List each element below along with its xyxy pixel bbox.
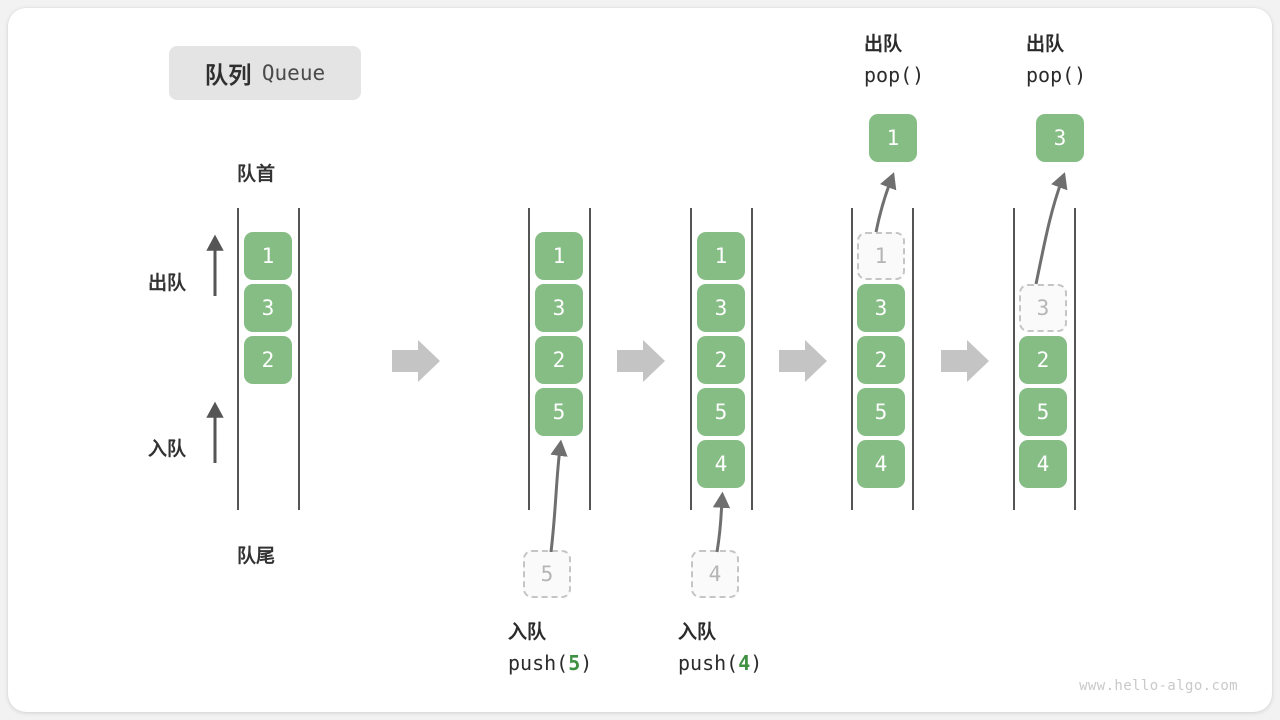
- caption-code: pop(): [864, 60, 924, 90]
- queue-rail-left-1: [237, 208, 239, 510]
- queue-rail-left-4: [851, 208, 853, 510]
- stage-caption-push-4: 入队 push(4): [678, 618, 762, 678]
- stage-caption-push-5: 入队 push(5): [508, 618, 592, 678]
- stage-caption-pop-3: 出队 pop(): [1026, 30, 1086, 90]
- caption-code: push(5): [508, 648, 592, 678]
- caption-chinese: 出队: [1026, 34, 1065, 55]
- queue-cell: 5: [697, 388, 745, 436]
- caption-code: push(4): [678, 648, 762, 678]
- outgoing-ghost-cell: 1: [857, 232, 905, 280]
- title-badge: 队列 Queue: [169, 46, 361, 100]
- caption-code-prefix: push(: [508, 651, 569, 675]
- queue-cell: 2: [244, 336, 292, 384]
- queue-cell: 1: [697, 232, 745, 280]
- caption-code-suffix: ): [580, 651, 593, 675]
- caption-code-suffix: ): [912, 63, 925, 87]
- caption-code-suffix: ): [750, 651, 763, 675]
- queue-cell: 4: [697, 440, 745, 488]
- queue-rail-right-1: [298, 208, 300, 510]
- outgoing-ghost-cell: 3: [1019, 284, 1067, 332]
- caption-code: pop(): [1026, 60, 1086, 90]
- queue-rail-right-2: [589, 208, 591, 510]
- queue-rail-right-5: [1074, 208, 1076, 510]
- queue-cell: 2: [697, 336, 745, 384]
- caption-code-suffix: ): [1074, 63, 1087, 87]
- diagram-card: [8, 8, 1272, 712]
- caption-chinese: 入队: [678, 622, 717, 643]
- caption-code-prefix: pop(: [864, 63, 913, 87]
- queue-cell: 3: [697, 284, 745, 332]
- queue-cell: 3: [535, 284, 583, 332]
- queue-cell: 2: [857, 336, 905, 384]
- caption-code-prefix: pop(: [1026, 63, 1075, 87]
- queue-cell: 5: [857, 388, 905, 436]
- caption-code-prefix: push(: [678, 651, 739, 675]
- popped-cell: 1: [869, 114, 917, 162]
- queue-rail-left-3: [690, 208, 692, 510]
- enqueue-direction-label: 入队: [148, 439, 187, 460]
- queue-cell: 3: [857, 284, 905, 332]
- queue-cell: 5: [535, 388, 583, 436]
- watermark: www.hello-algo.com: [1079, 678, 1238, 694]
- caption-chinese: 出队: [864, 34, 903, 55]
- caption-code-value: 4: [738, 651, 751, 675]
- incoming-ghost-cell: 4: [691, 550, 739, 598]
- queue-rail-left-2: [528, 208, 530, 510]
- title-chinese: 队列: [204, 62, 252, 88]
- queue-cell: 4: [1019, 440, 1067, 488]
- queue-cell: 3: [244, 284, 292, 332]
- queue-rail-right-3: [751, 208, 753, 510]
- caption-chinese: 入队: [508, 622, 547, 643]
- queue-front-label: 队首: [237, 164, 276, 185]
- queue-rear-label: 队尾: [237, 546, 276, 567]
- queue-cell: 1: [244, 232, 292, 280]
- queue-cell: 2: [1019, 336, 1067, 384]
- queue-cell: 2: [535, 336, 583, 384]
- queue-cell: 4: [857, 440, 905, 488]
- queue-rail-right-4: [912, 208, 914, 510]
- incoming-ghost-cell: 5: [523, 550, 571, 598]
- stage-caption-pop-1: 出队 pop(): [864, 30, 924, 90]
- title-english: Queue: [261, 61, 326, 85]
- queue-rail-left-5: [1013, 208, 1015, 510]
- caption-code-value: 5: [568, 651, 581, 675]
- queue-cell: 5: [1019, 388, 1067, 436]
- dequeue-direction-label: 出队: [148, 273, 187, 294]
- queue-cell: 1: [535, 232, 583, 280]
- popped-cell: 3: [1036, 114, 1084, 162]
